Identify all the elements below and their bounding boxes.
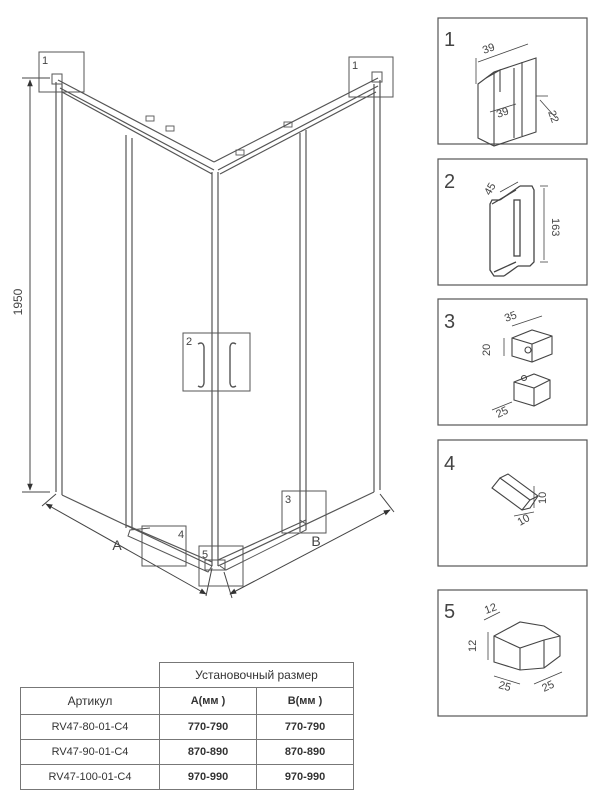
callout-1-left: 1: [38, 51, 85, 93]
label-a: A: [112, 537, 122, 553]
svg-text:10: 10: [516, 512, 533, 529]
table-caption: Установочный размер: [159, 662, 354, 688]
callout-3: 3: [281, 490, 327, 534]
connector-drawing: [511, 329, 553, 407]
callout-2: 2: [182, 332, 251, 392]
svg-text:45: 45: [482, 181, 499, 198]
svg-text:12: 12: [467, 640, 479, 652]
handle-drawing: [489, 185, 535, 277]
a-cell: 770-790: [159, 714, 257, 740]
svg-text:25: 25: [494, 405, 510, 421]
col-b: B(мм ): [256, 687, 354, 715]
b-cell: 870-890: [256, 739, 354, 765]
width-a-dimension: [41, 493, 213, 597]
svg-text:20: 20: [481, 344, 493, 356]
svg-text:2: 2: [186, 336, 192, 348]
svg-text:25: 25: [497, 679, 512, 694]
detail-number-4: 4: [444, 453, 455, 475]
svg-text:4: 4: [178, 529, 184, 541]
detail-panel-5: 5 12 12 25 25: [437, 589, 588, 717]
svg-text:163: 163: [549, 218, 561, 236]
callout-4: 4: [141, 525, 187, 567]
svg-text:22: 22: [545, 109, 560, 125]
table-row: RV47-80-01-C4 770-790 770-790: [20, 714, 354, 740]
detail-number-5: 5: [444, 601, 455, 623]
svg-text:5: 5: [202, 549, 208, 561]
profile-1-drawing: [477, 57, 537, 147]
svg-text:12: 12: [483, 601, 499, 616]
height-label: 1950: [11, 288, 25, 315]
table-row: RV47-90-01-C4 870-890 870-890: [20, 739, 354, 765]
article-cell: RV47-80-01-C4: [20, 714, 160, 740]
col-article: Артикул: [20, 687, 160, 715]
svg-text:3: 3: [285, 494, 291, 506]
callout-5: 5: [198, 545, 244, 587]
svg-text:1: 1: [352, 60, 358, 72]
corner-profile-drawing: [493, 621, 561, 671]
svg-text:1: 1: [42, 55, 48, 67]
svg-text:39: 39: [495, 105, 511, 120]
callout-1-right: 1: [348, 56, 394, 98]
article-cell: RV47-100-01-C4: [20, 764, 160, 790]
a-cell: 870-890: [159, 739, 257, 765]
detail-number-2: 2: [444, 171, 455, 193]
detail-panel-3: 3 35 20 25: [437, 298, 588, 426]
a-cell: 970-990: [159, 764, 257, 790]
width-b-dimension: [223, 493, 395, 599]
svg-text:25: 25: [540, 679, 556, 695]
svg-text:39: 39: [481, 41, 497, 56]
svg-text:35: 35: [503, 309, 519, 324]
detail-panel-4: 4 10 10: [437, 439, 588, 567]
svg-text:10: 10: [537, 492, 549, 504]
b-cell: 770-790: [256, 714, 354, 740]
col-a: A(мм ): [159, 687, 257, 715]
height-dimension: [22, 77, 50, 493]
table-row: RV47-100-01-C4 970-990 970-990: [20, 764, 354, 790]
detail-panel-2: 2 45 163: [437, 158, 588, 286]
label-b: B: [311, 533, 320, 549]
b-cell: 970-990: [256, 764, 354, 790]
size-table: Установочный размер Артикул A(мм ) B(мм …: [20, 662, 354, 790]
detail-number-1: 1: [444, 29, 455, 51]
article-cell: RV47-90-01-C4: [20, 739, 160, 765]
enclosure-frame: [51, 71, 383, 573]
detail-panel-1: 1 39 39 22: [437, 17, 588, 147]
detail-number-3: 3: [444, 311, 455, 333]
